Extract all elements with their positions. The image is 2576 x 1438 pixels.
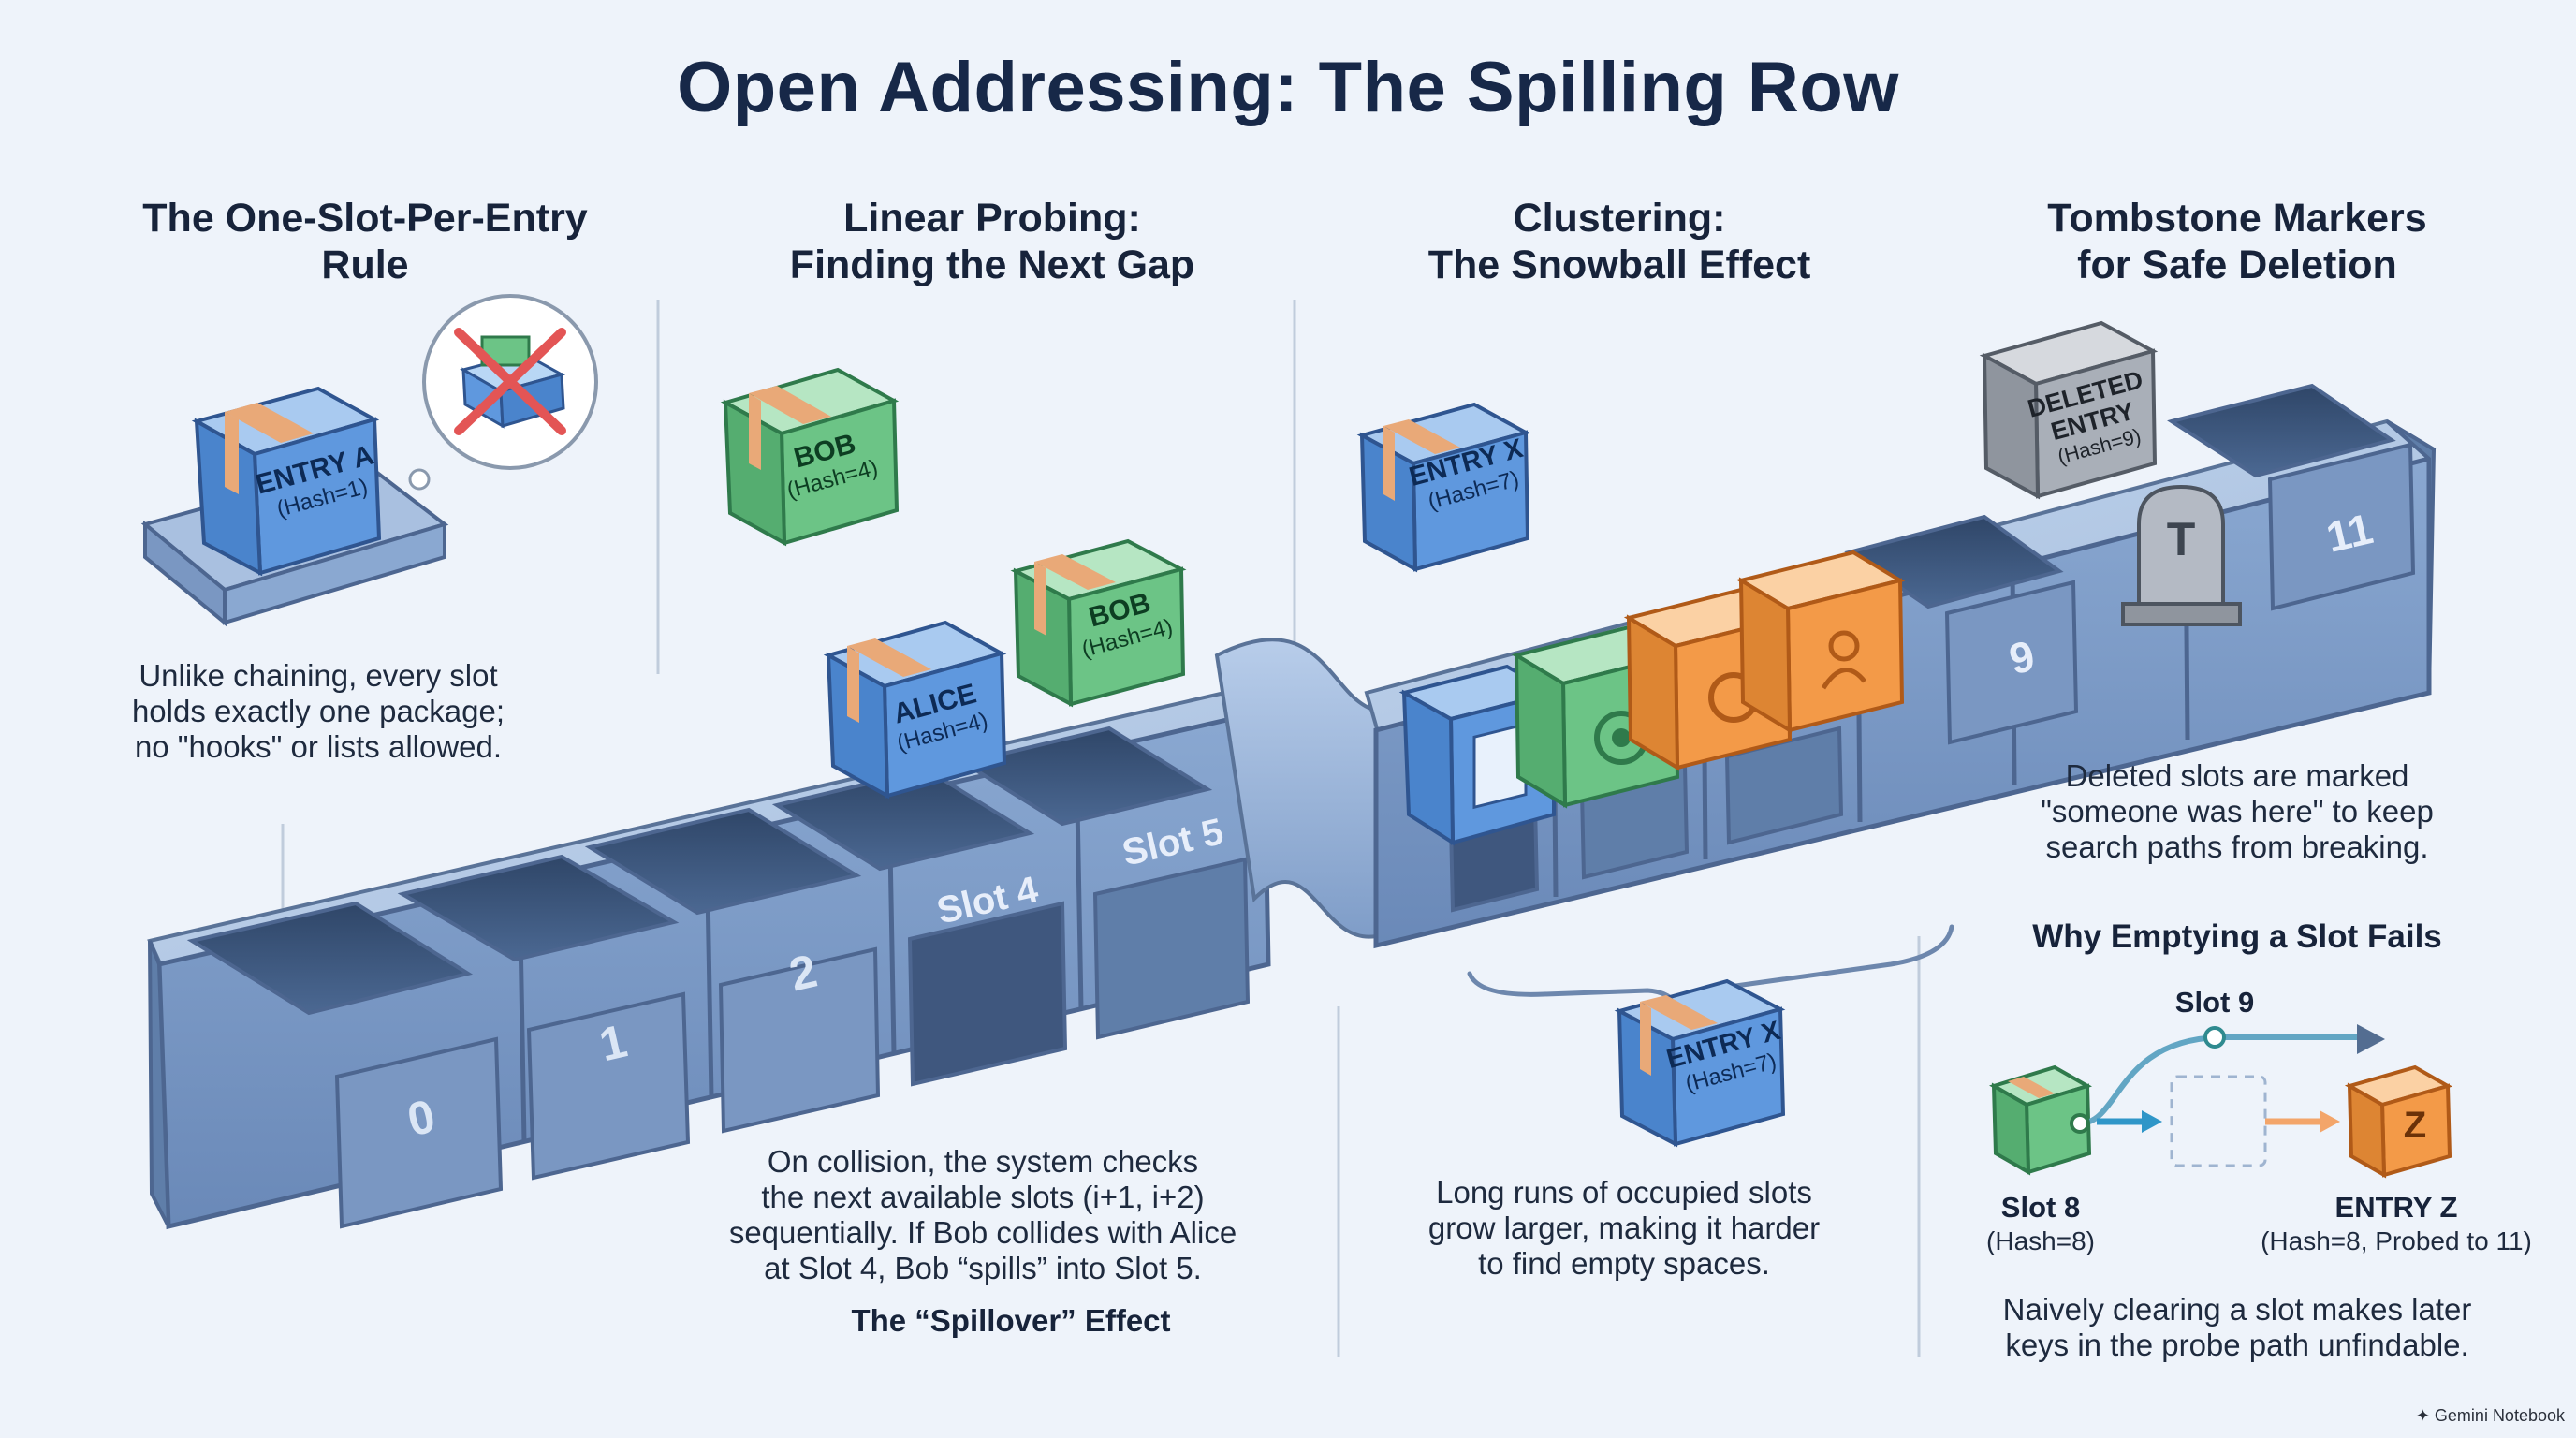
bob-floating-box — [720, 367, 900, 547]
entry-x-top-box — [1356, 402, 1531, 573]
credit-text: ✦ Gemini Notebook — [2321, 1406, 2565, 1426]
section2-body: On collision, the system checks the next… — [693, 1144, 1273, 1286]
section4-heading-line1: Tombstone Markers — [2047, 196, 2427, 241]
section2-heading-line1: Linear Probing: — [843, 196, 1141, 241]
probe-entryz-hash: (Hash=8, Probed to 11) — [2261, 1226, 2532, 1255]
section2-body-line1: On collision, the system checks — [767, 1144, 1199, 1179]
section4-body: Deleted slots are marked "someone was he… — [1994, 758, 2481, 865]
section2-heading-line2: Finding the Next Gap — [789, 242, 1195, 287]
section4-body-line1: Deleted slots are marked — [2065, 758, 2409, 793]
page-title: Open Addressing: The Spilling Row — [677, 48, 1899, 127]
sparkle-icon: ✦ — [2415, 1406, 2435, 1425]
deleted-entry-box — [1979, 320, 2159, 500]
section-dividers — [281, 300, 1921, 1357]
section4-body-line3: search paths from breaking. — [2045, 829, 2429, 864]
probe-entryz-label: ENTRY Z — [2334, 1191, 2458, 1224]
section3-heading: Clustering: The Snowball Effect — [1348, 195, 1891, 288]
section1-heading-line1: The One-Slot-Per-Entry — [142, 196, 588, 241]
section3-body-line1: Long runs of occupied slots — [1436, 1175, 1812, 1210]
tombstone-icon — [2121, 484, 2242, 626]
section4-body2: Naively clearing a slot makes later keys… — [1956, 1292, 2518, 1363]
alice-box — [823, 620, 1007, 800]
section1-body: Unlike chaining, every slot holds exactl… — [84, 658, 552, 765]
section3-body: Long runs of occupied slots grow larger,… — [1357, 1175, 1891, 1282]
section2-body-line3: sequentially. If Bob collides with Alice — [728, 1215, 1237, 1250]
why-emptying-heading: Why Emptying a Slot Fails — [2032, 918, 2442, 955]
section4-body2-line2: keys in the probe path unfindable. — [2005, 1328, 2469, 1362]
probe-slot8-hash: (Hash=8) — [1986, 1226, 2095, 1255]
probe-slot9-label: Slot 9 — [2174, 986, 2255, 1019]
probe-path-diagram — [1988, 1024, 2453, 1179]
section1-body-line2: holds exactly one package; — [131, 694, 505, 728]
section2-heading: Linear Probing: Finding the Next Gap — [711, 195, 1273, 288]
tombstone-letter: T — [2166, 513, 2196, 565]
bob-spilled-box — [1010, 538, 1187, 708]
cluster-boxes — [1398, 550, 1906, 846]
section4-heading: Tombstone Markers for Safe Deletion — [1966, 195, 2509, 288]
section4-body-line2: "someone was here" to keep — [2041, 794, 2434, 829]
section2-body-line2: the next available slots (i+1, i+2) — [761, 1180, 1205, 1214]
probe-slot8-label: Slot 8 — [2000, 1191, 2081, 1224]
section1-body-line3: no "hooks" or lists allowed. — [134, 729, 503, 764]
entry-x-bottom-box — [1614, 978, 1786, 1148]
section4-body2-line1: Naively clearing a slot makes later — [2002, 1292, 2472, 1327]
section3-heading-line1: Clustering: — [1513, 196, 1726, 241]
cluster-box-person — [1735, 550, 1906, 734]
spillover-caption: The “Spillover” Effect — [851, 1303, 1171, 1338]
section3-body-line2: grow larger, making it harder — [1427, 1211, 1821, 1245]
section4-heading-line2: for Safe Deletion — [2077, 242, 2397, 287]
section3-body-line3: to find empty spaces. — [1478, 1246, 1770, 1281]
section1-heading-line2: Rule — [321, 242, 409, 287]
section3-heading-line2: The Snowball Effect — [1427, 242, 1811, 287]
entryz-letter: Z — [2403, 1105, 2427, 1146]
entry-a-illustration — [140, 294, 598, 627]
section2-body-line4: at Slot 4, Bob “spills” into Slot 5. — [764, 1251, 1202, 1285]
credit-label: Gemini Notebook — [2434, 1406, 2565, 1425]
section1-body-line1: Unlike chaining, every slot — [139, 658, 498, 693]
section1-heading: The One-Slot-Per-Entry Rule — [103, 195, 627, 288]
